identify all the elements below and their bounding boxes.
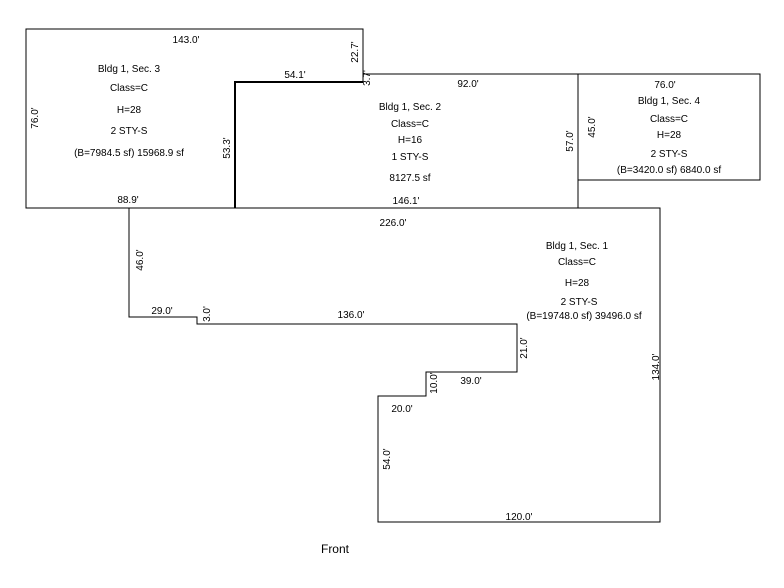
sec4-outline xyxy=(578,73,761,181)
sec1-label: Bldg 1, Sec. 1 Class=C H=28 2 STY-S (B=1… xyxy=(526,241,642,322)
dim-46: 46.0' xyxy=(135,249,146,270)
sec3-line-2: Class=C xyxy=(110,83,148,94)
dim-3: 3.0' xyxy=(202,306,213,322)
dim-92: 92.0' xyxy=(457,79,478,90)
sec3-line-3: H=28 xyxy=(117,105,142,116)
dim-29: 29.0' xyxy=(151,306,172,317)
sec1-outline xyxy=(128,207,661,523)
dim-20: 20.0' xyxy=(391,404,412,415)
dim-136: 136.0' xyxy=(338,310,365,321)
dim-143: 143.0' xyxy=(173,35,200,46)
sec3-outline xyxy=(25,28,364,209)
dim-53-3: 53.3' xyxy=(222,137,233,158)
dim-120: 120.0' xyxy=(506,512,533,523)
dim-88-9: 88.9' xyxy=(117,195,138,206)
sec1-line-4: 2 STY-S xyxy=(561,297,598,308)
sec3-label: Bldg 1, Sec. 3 Class=C H=28 2 STY-S (B=7… xyxy=(74,64,184,159)
sec4-line-5: 2 STY-S xyxy=(651,149,688,160)
sec1-line-1: Bldg 1, Sec. 1 xyxy=(546,241,609,252)
sec4-line-2: Bldg 1, Sec. 4 xyxy=(638,96,701,107)
sec2-label: Bldg 1, Sec. 2 Class=C H=16 1 STY-S 8127… xyxy=(379,102,442,184)
sec3-line-5: (B=7984.5 sf) 15968.9 sf xyxy=(74,148,184,159)
dim-39: 39.0' xyxy=(460,376,481,387)
sec2-line-3: H=16 xyxy=(398,135,423,146)
sec1-line-2: Class=C xyxy=(558,257,596,268)
dim-3-7: 3.7' xyxy=(362,70,373,86)
sec4-line-6: (B=3420.0 sf) 6840.0 sf xyxy=(617,165,721,176)
dim-54: 54.0' xyxy=(382,448,393,469)
sec4-line-4: H=28 xyxy=(657,130,682,141)
sec1-line-5: (B=19748.0 sf) 39496.0 sf xyxy=(526,311,642,322)
dim-10: 10.0' xyxy=(429,372,440,393)
front-label: Front xyxy=(321,542,350,556)
sec3-line-4: 2 STY-S xyxy=(111,126,148,137)
dim-134: 134.0' xyxy=(651,353,662,380)
sec1-line-3: H=28 xyxy=(565,278,590,289)
dim-22-7: 22.7' xyxy=(350,41,361,62)
dim-54-1: 54.1' xyxy=(284,70,305,81)
dim-45: 45.0' xyxy=(587,116,598,137)
sec4-line-1: 76.0' xyxy=(654,80,675,91)
sec4-line-3: Class=C xyxy=(650,114,688,125)
sec3-line-1: Bldg 1, Sec. 3 xyxy=(98,64,161,75)
sec4-label: 76.0' Bldg 1, Sec. 4 Class=C H=28 2 STY-… xyxy=(617,80,721,176)
sec2-line-5: 8127.5 sf xyxy=(389,173,430,184)
sec2-line-2: Class=C xyxy=(391,119,429,130)
sec2-sec3-boundary xyxy=(234,81,363,208)
dim-57: 57.0' xyxy=(565,130,576,151)
dim-76-left: 76.0' xyxy=(30,107,41,128)
sec2-line-1: Bldg 1, Sec. 2 xyxy=(379,102,442,113)
dim-21: 21.0' xyxy=(519,337,530,358)
dim-226: 226.0' xyxy=(380,218,407,229)
dim-146-1: 146.1' xyxy=(393,196,420,207)
sec2-line-4: 1 STY-S xyxy=(392,152,429,163)
